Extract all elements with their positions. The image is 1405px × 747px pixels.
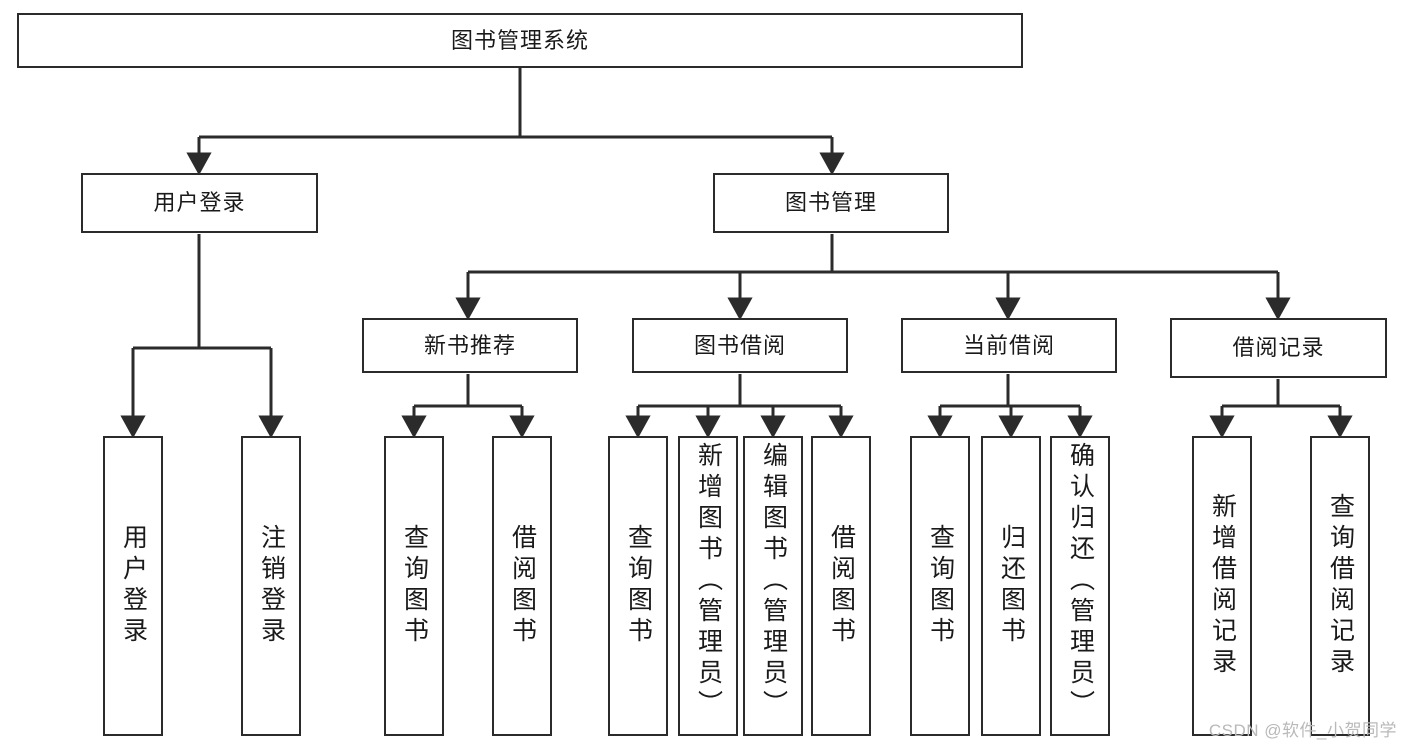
node-label: 确认归还（管理员） xyxy=(1066,442,1095,721)
node-label: 当前借阅 xyxy=(962,332,1055,358)
node-label: 新增图书（管理员） xyxy=(694,442,723,721)
node-leaf-query-book-recommend[interactable]: 查询图书 xyxy=(384,436,444,736)
node-leaf-borrow-book-recommend[interactable]: 借阅图书 xyxy=(492,436,552,736)
node-label: 图书管理 xyxy=(784,190,877,216)
node-label: 用户登录 xyxy=(119,524,148,648)
node-label: 注销登录 xyxy=(257,524,286,648)
node-user-login[interactable]: 用户登录 xyxy=(81,173,318,233)
node-borrow-record[interactable]: 借阅记录 xyxy=(1170,318,1387,378)
node-leaf-add-borrow-record[interactable]: 新增借阅记录 xyxy=(1192,436,1252,736)
node-leaf-user-login[interactable]: 用户登录 xyxy=(103,436,163,736)
node-root-book-management-system[interactable]: 图书管理系统 xyxy=(17,13,1023,68)
node-leaf-logout[interactable]: 注销登录 xyxy=(241,436,301,736)
node-book-borrow[interactable]: 图书借阅 xyxy=(632,318,848,373)
node-leaf-return-book[interactable]: 归还图书 xyxy=(981,436,1041,736)
node-current-borrow[interactable]: 当前借阅 xyxy=(901,318,1117,373)
node-label: 查询图书 xyxy=(926,524,955,648)
node-label: 编辑图书（管理员） xyxy=(759,442,788,721)
node-label: 查询借阅记录 xyxy=(1326,493,1355,679)
node-leaf-confirm-return[interactable]: 确认归还（管理员） xyxy=(1050,436,1110,736)
node-label: 用户登录 xyxy=(153,190,246,216)
node-label: 新增借阅记录 xyxy=(1208,493,1237,679)
node-label: 借阅图书 xyxy=(827,524,856,648)
node-leaf-add-book[interactable]: 新增图书（管理员） xyxy=(678,436,738,736)
node-label: 借阅记录 xyxy=(1232,335,1325,361)
node-label: 归还图书 xyxy=(997,524,1026,648)
node-leaf-query-borrow-record[interactable]: 查询借阅记录 xyxy=(1310,436,1370,736)
node-new-book-recommend[interactable]: 新书推荐 xyxy=(362,318,578,373)
node-label: 查询图书 xyxy=(400,524,429,648)
node-leaf-query-book-current[interactable]: 查询图书 xyxy=(910,436,970,736)
node-leaf-edit-book[interactable]: 编辑图书（管理员） xyxy=(743,436,803,736)
node-leaf-query-book-borrow[interactable]: 查询图书 xyxy=(608,436,668,736)
node-leaf-borrow-book[interactable]: 借阅图书 xyxy=(811,436,871,736)
node-label: 查询图书 xyxy=(624,524,653,648)
node-label: 新书推荐 xyxy=(423,332,516,358)
node-book-manage[interactable]: 图书管理 xyxy=(713,173,949,233)
node-label: 图书借阅 xyxy=(693,332,786,358)
watermark: CSDN @软件_小贺同学 xyxy=(1208,721,1397,740)
node-label: 借阅图书 xyxy=(508,524,537,648)
node-label: 图书管理系统 xyxy=(450,27,589,53)
